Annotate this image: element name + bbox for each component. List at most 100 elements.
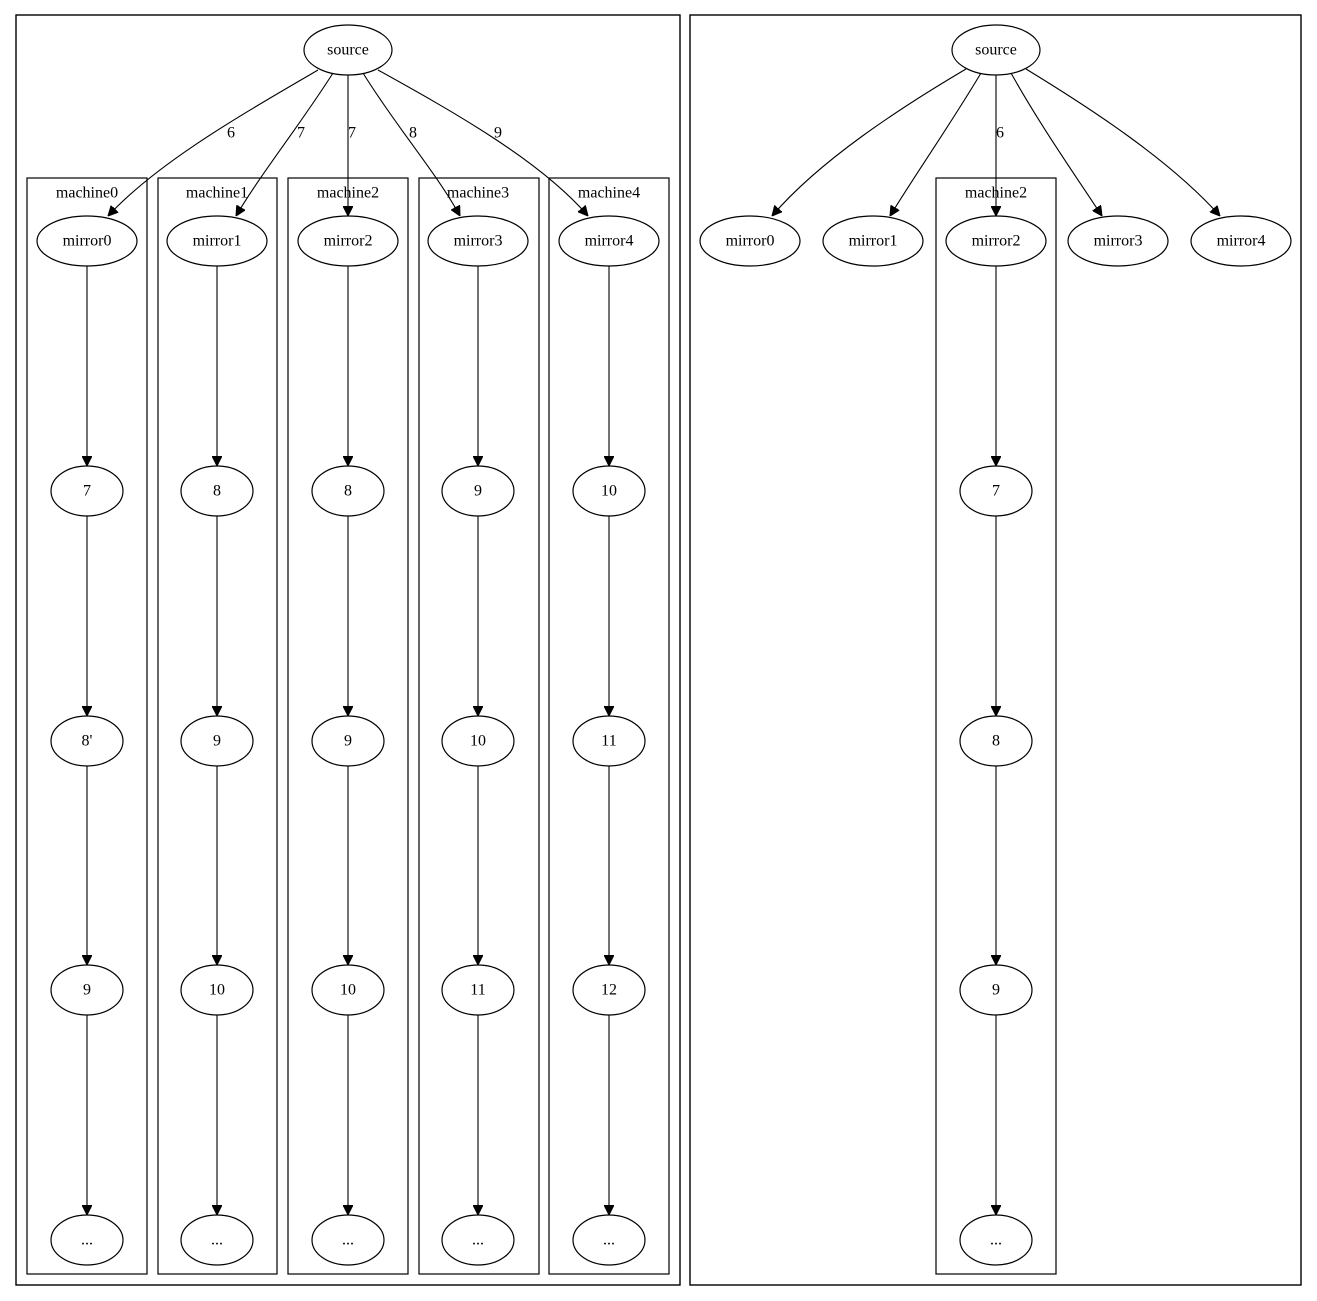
edge-label: 7	[297, 125, 305, 142]
node-label: 9	[992, 982, 1000, 999]
machine-cluster: machine3	[418, 177, 540, 1275]
node-label: 12	[601, 982, 617, 999]
chain-node: ...	[959, 1214, 1033, 1266]
edge	[377, 69, 588, 216]
chain-node: 8	[959, 715, 1033, 767]
node-label: 10	[209, 982, 225, 999]
node-label: mirror4	[585, 233, 634, 250]
node-label: 10	[470, 733, 486, 750]
edge-label: 8	[409, 125, 417, 142]
node-label: mirror0	[63, 233, 112, 250]
mirror-node: mirror3	[427, 215, 529, 267]
node-label: mirror1	[849, 233, 898, 250]
chain-edges	[87, 266, 609, 1215]
chain-node: 11	[441, 964, 515, 1016]
chain-node: 10	[441, 715, 515, 767]
machine-cluster: machine1	[157, 177, 278, 1275]
chain-node: ...	[441, 1214, 515, 1266]
chain-node: 8'	[50, 715, 124, 767]
chain-node: 9	[959, 964, 1033, 1016]
node-label: 8	[992, 733, 1000, 750]
edge-label: 6	[227, 125, 235, 142]
node-label: mirror2	[324, 233, 373, 250]
node-label: 9	[213, 733, 221, 750]
edge-label: 9	[494, 125, 502, 142]
node-label: mirror4	[1217, 233, 1266, 250]
node-label: mirror0	[726, 233, 775, 250]
node-label: 9	[344, 733, 352, 750]
cluster-label: machine3	[447, 185, 509, 202]
node-label: 11	[601, 733, 616, 750]
node-label: mirror1	[193, 233, 242, 250]
edge-label: 7	[348, 125, 356, 142]
chain-node: 7	[50, 465, 124, 517]
chain-node: 9	[311, 715, 385, 767]
node-label: mirror3	[454, 233, 503, 250]
chain-node: ...	[572, 1214, 646, 1266]
mirror-node: mirror2	[297, 215, 399, 267]
node-label: 8	[213, 483, 221, 500]
node-label: source	[975, 42, 1017, 59]
left-panel: machine0 machine1 machine2 machine3 mach…	[15, 14, 681, 1286]
edge-label: 6	[996, 125, 1004, 142]
chain-node: ...	[311, 1214, 385, 1266]
edge	[772, 68, 967, 216]
chain-node: 9	[441, 465, 515, 517]
node-label: mirror3	[1094, 233, 1143, 250]
mirror-node: mirror4	[558, 215, 660, 267]
edge	[236, 72, 334, 216]
node-label: ...	[603, 1232, 615, 1249]
chain-node: 10	[572, 465, 646, 517]
chain-node: 8	[311, 465, 385, 517]
source-node: source	[303, 24, 393, 76]
mirror-node: mirror0	[699, 215, 801, 267]
node-label: ...	[990, 1232, 1002, 1249]
node-label: 11	[470, 982, 485, 999]
chain-node: 9	[50, 964, 124, 1016]
mirror-node: mirror1	[166, 215, 268, 267]
node-label: 9	[474, 483, 482, 500]
chain-node: ...	[180, 1214, 254, 1266]
mirror-node: mirror4	[1190, 215, 1292, 267]
mirror-node: mirror3	[1067, 215, 1169, 267]
node-label: ...	[472, 1232, 484, 1249]
mirror-node: mirror0	[36, 215, 138, 267]
node-label: mirror2	[972, 233, 1021, 250]
chain-node: 12	[572, 964, 646, 1016]
chain-node: 8	[180, 465, 254, 517]
node-label: 7	[83, 483, 91, 500]
left-panel-frame	[15, 14, 681, 1286]
chain-node: 9	[180, 715, 254, 767]
cluster-label: machine0	[56, 185, 118, 202]
node-label: 8'	[82, 733, 93, 750]
edge	[890, 72, 982, 216]
right-panel: machine2 6 source mirror0 mirror1 mirror…	[689, 14, 1302, 1286]
chain-node: 11	[572, 715, 646, 767]
chain-nodes: 7 8 9...	[959, 465, 1033, 1266]
cluster-label: machine4	[578, 185, 640, 202]
edge	[1025, 68, 1220, 216]
mirror-node: mirror2	[945, 215, 1047, 267]
edge	[362, 72, 460, 216]
node-label: 8	[344, 483, 352, 500]
cluster-label: machine1	[186, 185, 248, 202]
edge	[1010, 72, 1102, 216]
node-label: ...	[81, 1232, 93, 1249]
node-label: ...	[211, 1232, 223, 1249]
node-label: 9	[83, 982, 91, 999]
mirror-node: mirror1	[822, 215, 924, 267]
chain-node: ...	[50, 1214, 124, 1266]
node-label: ...	[342, 1232, 354, 1249]
edge	[108, 69, 319, 216]
chain-nodes: mirror0 7 8' 9... mirror1 8 9 10... mirror2 8 9 10.…	[36, 215, 660, 1266]
source-node: source	[951, 24, 1041, 76]
chain-node: 10	[311, 964, 385, 1016]
node-label: 7	[992, 483, 1000, 500]
chain-node: 7	[959, 465, 1033, 517]
node-label: source	[327, 42, 369, 59]
right-panel-frame	[689, 14, 1302, 1286]
machine-cluster: machine4	[548, 177, 670, 1275]
chain-node: 10	[180, 964, 254, 1016]
machine-cluster: machine0	[26, 177, 148, 1275]
